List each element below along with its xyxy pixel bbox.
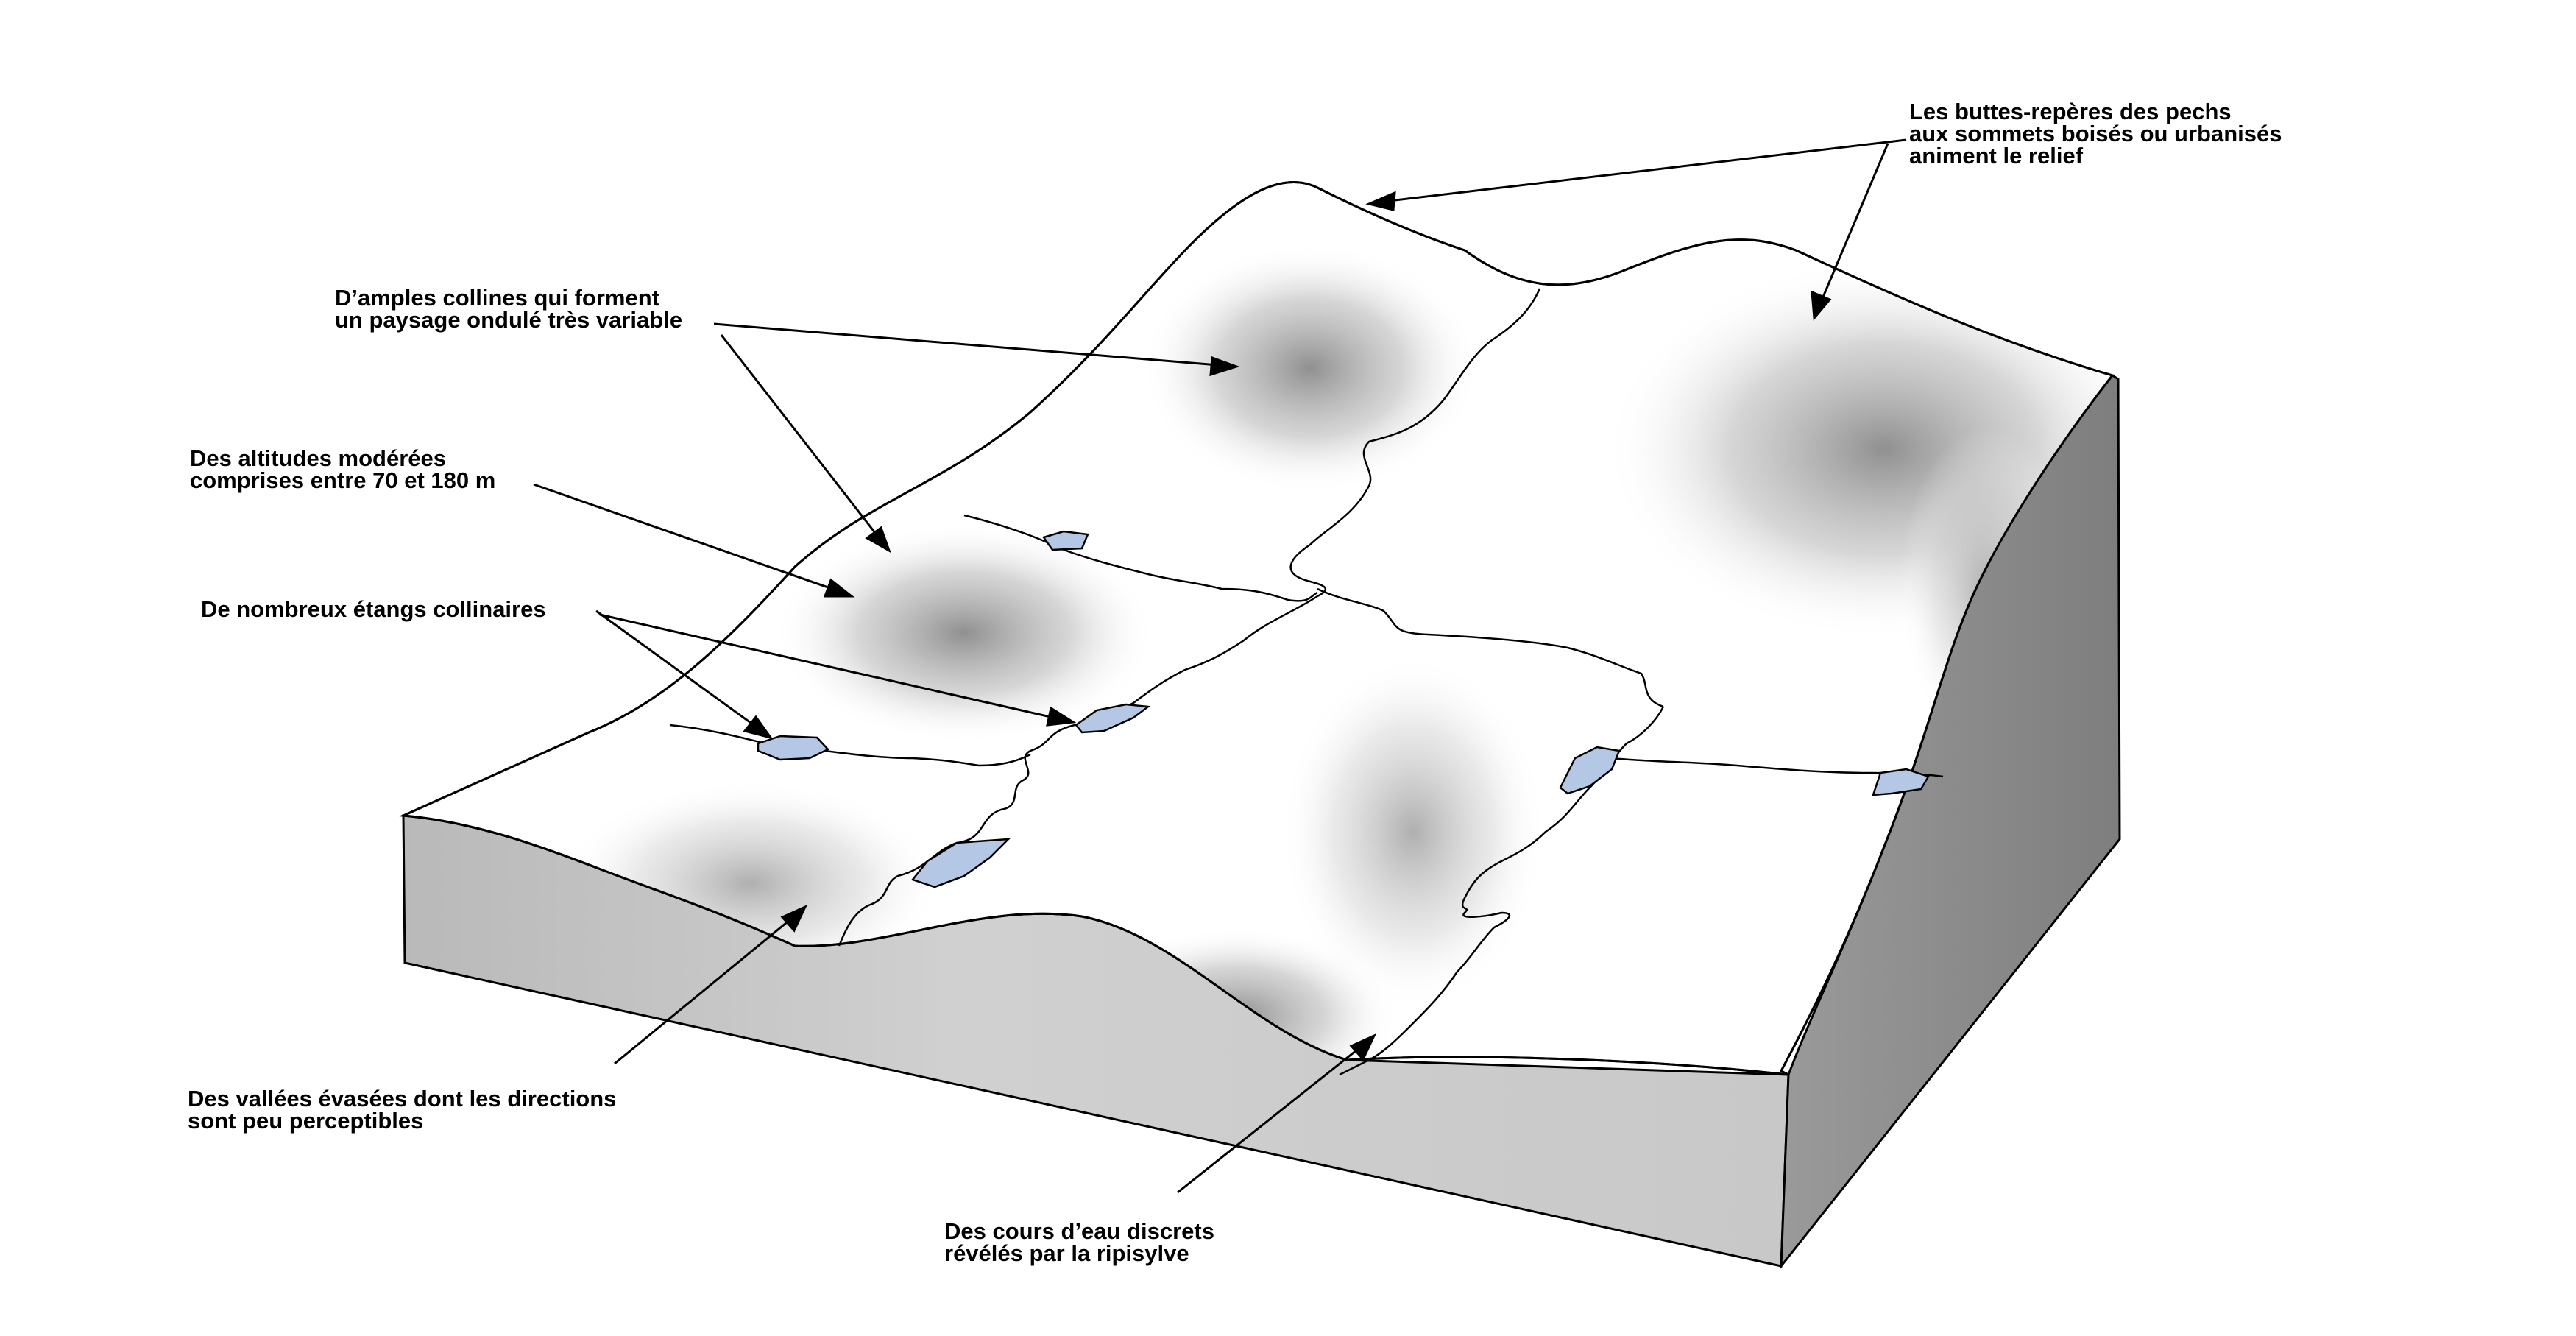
pond-far-east	[1872, 768, 1930, 796]
label-altitudes: Des altitudes modérées comprises entre 7…	[190, 445, 496, 493]
stream-main-ridge	[1289, 288, 1541, 598]
label-buttes-line3: animent le relief	[1909, 143, 2084, 169]
label-buttes-line2: aux sommets boisés ou urbanisés	[1909, 121, 2282, 146]
label-cours-eau: Des cours d’eau discrets révélés par la …	[944, 1220, 1214, 1265]
label-buttes-line1: Les buttes-repères des pechs	[1909, 99, 2232, 124]
stream-central-west	[963, 514, 1318, 602]
label-vallees: Des vallées évasées dont les directions …	[188, 1086, 617, 1134]
label-etangs-line1: De nombreux étangs collinaires	[201, 596, 546, 622]
label-collines: D’amples collines qui forment un paysage…	[335, 285, 683, 333]
label-altitudes-line1: Des altitudes modérées	[190, 445, 447, 471]
stream-central-east	[1317, 587, 1664, 708]
pond-west	[757, 735, 830, 761]
ponds	[757, 530, 1930, 888]
leader-lines	[533, 138, 1907, 1194]
label-buttes: Les buttes-repères des pechs aux sommets…	[1909, 99, 2282, 169]
label-vallees-line2: sont peu perceptibles	[188, 1108, 424, 1134]
stream-east-south	[1339, 706, 1665, 1076]
label-collines-line2: un paysage ondulé très variable	[335, 307, 683, 333]
label-altitudes-line2: comprises entre 70 et 180 m	[190, 467, 496, 493]
pond-center	[1075, 703, 1151, 734]
label-etangs: De nombreux étangs collinaires	[201, 598, 546, 621]
label-collines-line1: D’amples collines qui forment	[335, 285, 659, 311]
pond-east	[1559, 746, 1621, 795]
label-cours-eau-line2: révélés par la ripisylve	[944, 1240, 1189, 1266]
label-cours-eau-line1: Des cours d’eau discrets	[944, 1218, 1214, 1244]
streams	[669, 288, 1944, 1076]
label-vallees-line1: Des vallées évasées dont les directions	[188, 1086, 617, 1111]
stream-west-branch	[669, 724, 1031, 767]
pond-north	[1041, 530, 1089, 551]
stream-south-main	[838, 595, 1318, 947]
pond-south-west	[910, 838, 1011, 888]
